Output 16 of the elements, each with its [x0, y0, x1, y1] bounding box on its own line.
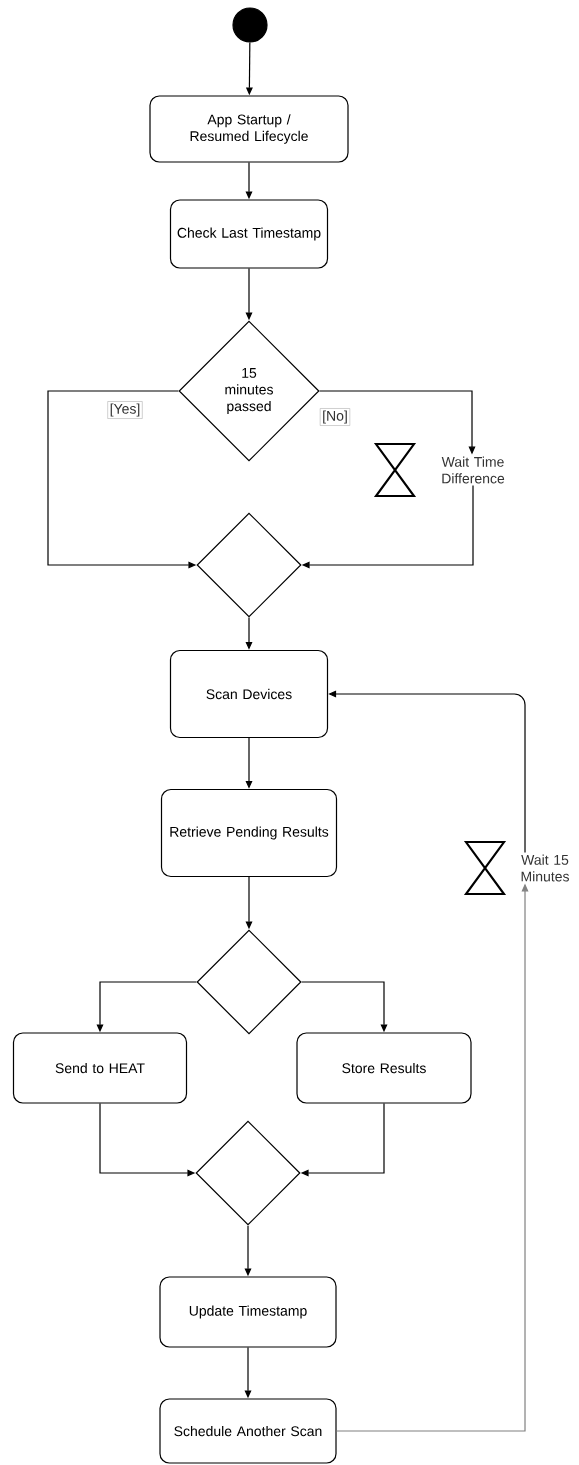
action-box: Scan Devices	[169, 649, 329, 739]
wait-label: Wait 15 Minutes	[521, 854, 569, 882]
action-box: Retrieve Pending Results	[160, 788, 338, 878]
wait-label: Wait Time Difference	[441, 456, 505, 484]
action-box: Store Results	[296, 1032, 472, 1104]
action-box: Schedule Another Scan	[159, 1398, 337, 1464]
action-box: Update Timestamp	[159, 1276, 337, 1348]
start-node	[232, 7, 268, 43]
merge-diamond	[196, 929, 302, 1035]
action-box: Send to HEAT	[12, 1032, 188, 1104]
merge-diamond	[196, 512, 302, 618]
action-box: App Startup / Resumed Lifecycle	[149, 95, 349, 163]
edge-label: [No]	[319, 408, 351, 426]
merge-diamond	[195, 1120, 301, 1226]
action-box: Check Last Timestamp	[169, 199, 329, 269]
edge-label: [Yes]	[107, 401, 143, 419]
